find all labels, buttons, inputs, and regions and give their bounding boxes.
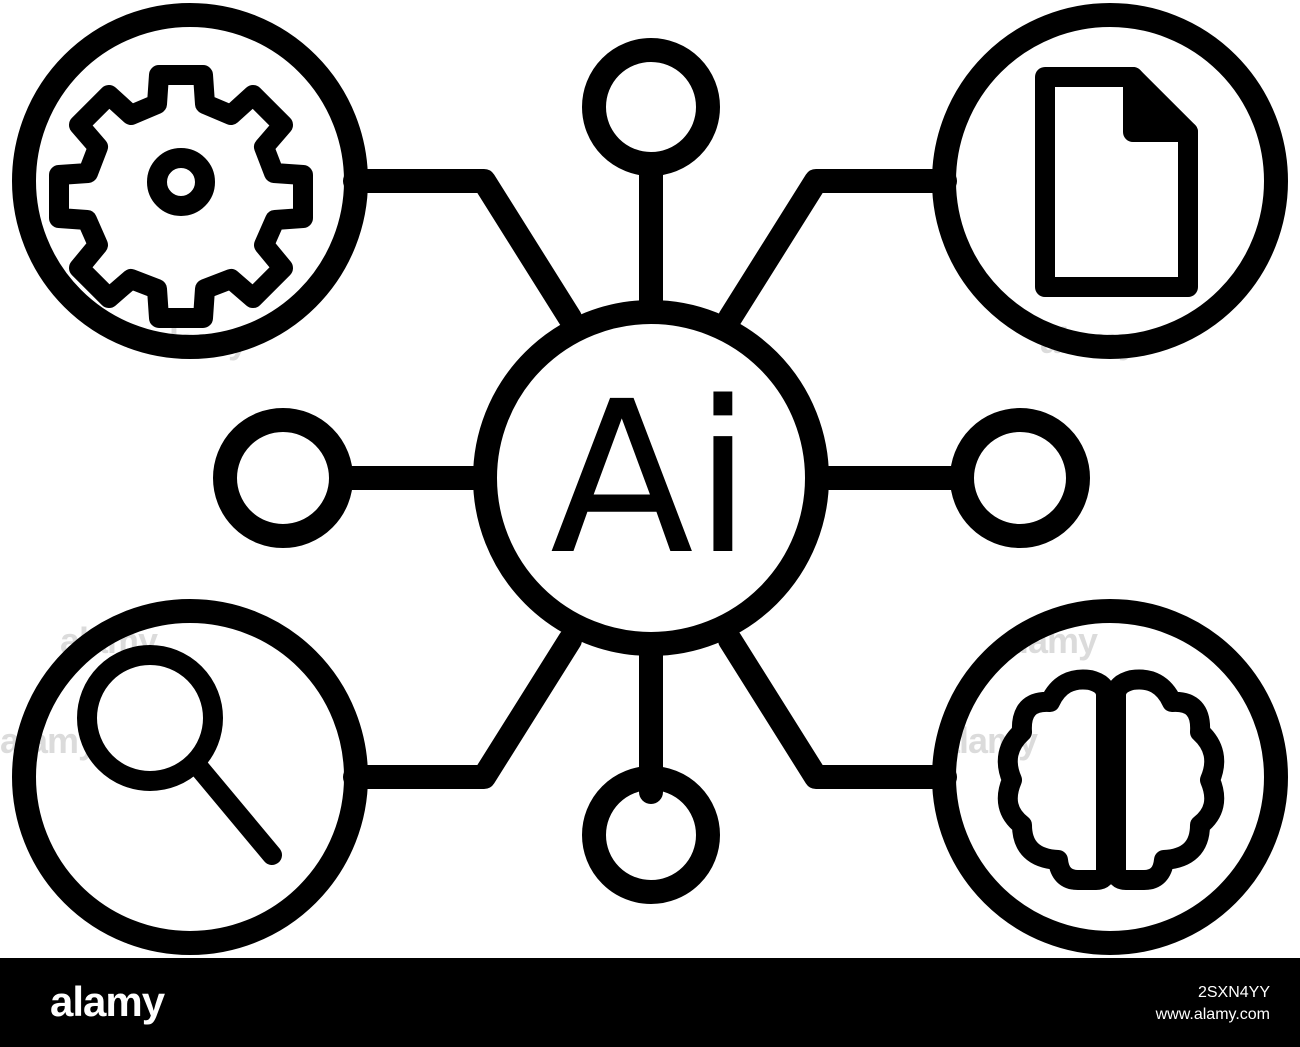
diagram-canvas: Ai: [12, 3, 1288, 955]
ai-center-label: Ai: [550, 356, 752, 601]
magnifier-node-circle: [12, 599, 368, 955]
node-circle-right: [950, 408, 1090, 548]
connector-line-magnifier: [343, 628, 582, 789]
site-url-text: www.alamy.com: [1155, 1006, 1270, 1023]
footer-logo: alamy: [50, 978, 165, 1025]
footer-bar: alamy 2SXN4YY www.alamy.com: [0, 958, 1300, 1047]
document-node-circle: [932, 3, 1288, 359]
brain-node-circle: [932, 599, 1288, 955]
node-circle-top: [582, 38, 720, 176]
gear-icon: [49, 65, 313, 328]
brain-icon: [997, 669, 1225, 890]
connector-line-brain: [718, 628, 957, 789]
image-id-text: 2SXN4YY: [1197, 984, 1270, 1001]
document-icon: [1035, 67, 1198, 297]
gear-node-circle: [12, 3, 368, 359]
ai-network-diagram: Ai: [12, 3, 1288, 955]
magnifier-icon: [77, 645, 282, 865]
connector-line-document: [718, 169, 957, 330]
node-circle-bottom: [582, 766, 720, 904]
document-fold-fill: [1133, 77, 1188, 132]
node-circle-left: [213, 408, 353, 548]
footer-meta: 2SXN4YY www.alamy.com: [1156, 982, 1270, 1026]
ai-hub-circle: [473, 300, 829, 656]
connector-line-gear: [343, 169, 582, 330]
